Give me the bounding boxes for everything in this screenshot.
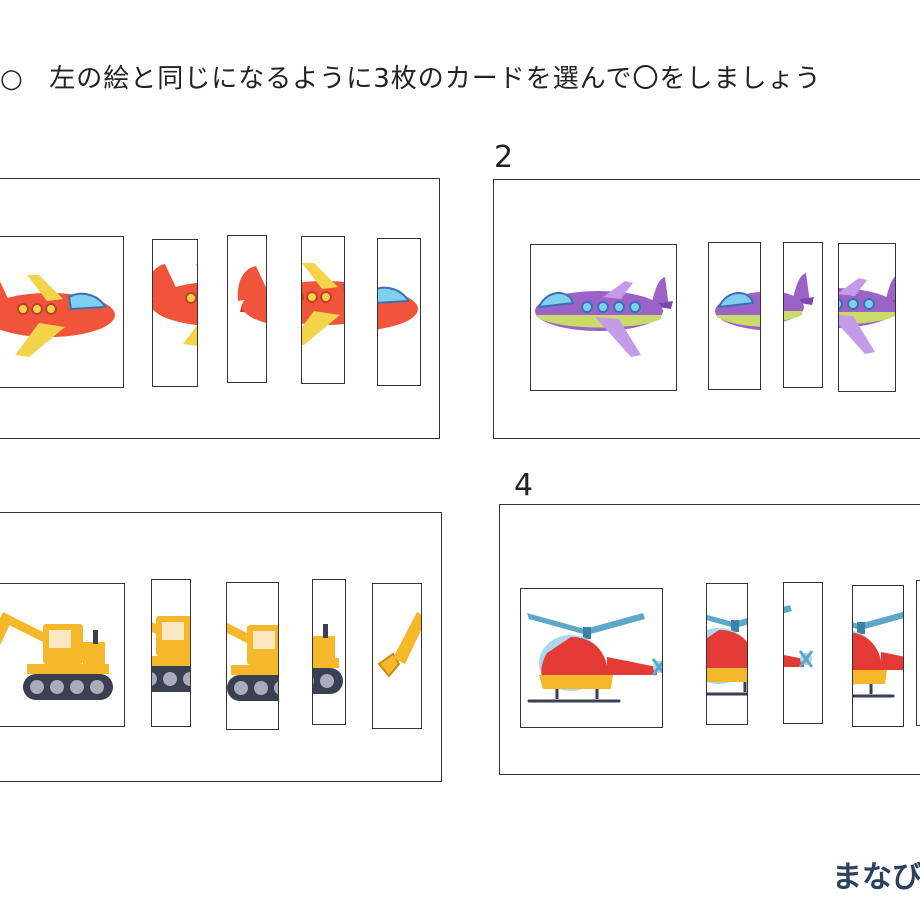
purple-airplane-icon (784, 272, 815, 354)
choice-card-4a[interactable] (706, 583, 748, 725)
choice-card-3d[interactable] (372, 583, 422, 729)
choice-card-1a[interactable] (152, 239, 198, 387)
purple-airplane-icon (839, 273, 895, 355)
choice-card-3a[interactable] (151, 579, 191, 727)
instruction: ○ 左の絵と同じになるように3枚のカードを選んで〇をしましょう (0, 58, 822, 95)
choice-card-3c[interactable] (312, 579, 346, 725)
excavator-icon (313, 605, 344, 695)
red-airplane-icon (153, 263, 197, 347)
choice-card-1d[interactable] (377, 238, 421, 386)
choice-card-2c[interactable] (838, 243, 896, 392)
choice-card-2a[interactable] (708, 242, 761, 390)
excavator-icon (152, 603, 190, 693)
red-airplane-icon (0, 274, 116, 358)
reference-picture-1 (0, 236, 124, 388)
reference-picture-4 (520, 588, 663, 728)
helicopter-icon (707, 604, 747, 696)
choice-card-1b[interactable] (227, 235, 267, 383)
choice-card-1c[interactable] (301, 236, 345, 384)
problem-number-2: 2 (494, 140, 514, 175)
reference-picture-3 (0, 583, 125, 727)
excavator-icon (378, 611, 421, 701)
excavator-icon (0, 611, 114, 701)
helicopter-icon (784, 603, 814, 695)
red-airplane-icon (302, 262, 344, 346)
purple-airplane-icon (714, 276, 760, 358)
choice-card-2b[interactable] (783, 242, 823, 388)
choice-card-4d[interactable] (916, 580, 920, 726)
purple-airplane-icon (534, 276, 674, 358)
instruction-bullet: ○ (0, 64, 24, 94)
choice-card-3b[interactable] (226, 582, 279, 730)
brand-logo: まなび (832, 860, 920, 895)
helicopter-icon (525, 611, 662, 703)
choice-card-4c[interactable] (852, 585, 904, 727)
instruction-text: 左の絵と同じになるように3枚のカードを選んで〇をしましょう (49, 64, 822, 94)
choice-card-4b[interactable] (783, 582, 823, 724)
problem-number-4: 4 (514, 468, 534, 503)
red-airplane-icon (378, 268, 419, 352)
excavator-icon (227, 612, 278, 702)
reference-picture-2 (530, 244, 677, 391)
helicopter-icon (853, 606, 903, 698)
red-airplane-icon (236, 265, 266, 349)
